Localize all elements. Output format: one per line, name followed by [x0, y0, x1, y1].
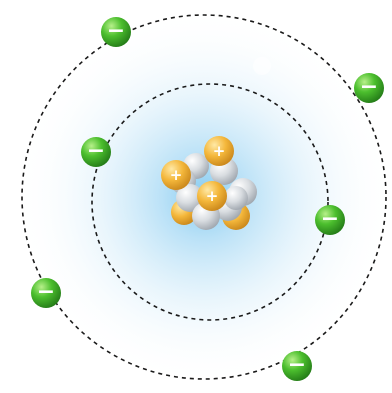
electron-sign: − — [37, 280, 55, 305]
electron-inner-right: − — [315, 205, 345, 235]
electron-outer-top: − — [101, 17, 131, 47]
proton-sign: + — [213, 142, 226, 160]
electron-sign: − — [288, 353, 306, 378]
electron-inner-left: − — [81, 137, 111, 167]
proton: + — [197, 181, 227, 211]
proton-sign: + — [206, 187, 219, 205]
outer-orbit-ring — [21, 14, 387, 380]
inner-orbit-ring — [91, 83, 329, 321]
electron-sign: − — [87, 139, 105, 164]
nucleus: + + + — [161, 136, 257, 230]
proton-sign: + — [170, 166, 183, 184]
proton: + — [161, 160, 191, 190]
electron-sign: − — [360, 75, 378, 100]
proton: + — [204, 136, 234, 166]
electron-sign: − — [321, 207, 339, 232]
neutron — [176, 184, 204, 212]
electron-outer-bottom: − — [282, 351, 312, 381]
neutron — [224, 186, 248, 210]
faint-glint — [253, 57, 271, 75]
electron-sign: − — [107, 19, 125, 44]
electron-outer-right: − — [354, 73, 384, 103]
electron-outer-left: − — [31, 278, 61, 308]
